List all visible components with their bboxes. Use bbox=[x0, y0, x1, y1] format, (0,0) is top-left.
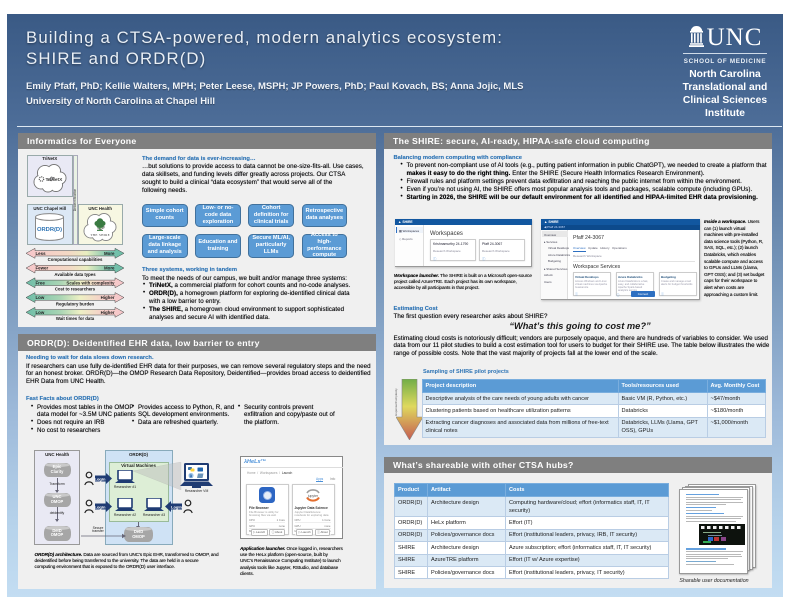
svg-text:Low: Low bbox=[36, 310, 45, 315]
svg-text:Available data types: Available data types bbox=[54, 272, 96, 277]
svg-text:T H E S H I R E: T H E S H I R E bbox=[90, 233, 109, 237]
svg-text:Higher: Higher bbox=[101, 310, 115, 315]
svg-text:ORDR(D): ORDR(D) bbox=[37, 227, 62, 233]
svg-text:Regulatory burden: Regulatory burden bbox=[56, 301, 95, 306]
svg-text:Higher: Higher bbox=[101, 295, 115, 300]
svg-text:More: More bbox=[104, 266, 115, 271]
svg-text:Login: Login bbox=[171, 504, 182, 509]
svg-text:TriNetX: TriNetX bbox=[46, 177, 64, 183]
svg-text:More: More bbox=[104, 251, 115, 256]
svg-text:Low: Low bbox=[36, 295, 45, 300]
svg-text:Fewer: Fewer bbox=[36, 266, 49, 271]
svg-text:jupyter: jupyter bbox=[307, 494, 319, 498]
svg-text:Scales with complexity: Scales with complexity bbox=[66, 280, 115, 285]
svg-text:Computational capabilities: Computational capabilities bbox=[48, 257, 103, 262]
svg-text:Cost to researchers: Cost to researchers bbox=[55, 287, 96, 292]
svg-text:Wait times for data: Wait times for data bbox=[56, 316, 95, 321]
svg-text:Login: Login bbox=[95, 476, 106, 481]
svg-text:R: R bbox=[189, 473, 193, 478]
svg-text:Login: Login bbox=[95, 504, 106, 509]
svg-text:Less: Less bbox=[36, 251, 47, 256]
svg-text:Free: Free bbox=[36, 280, 46, 285]
